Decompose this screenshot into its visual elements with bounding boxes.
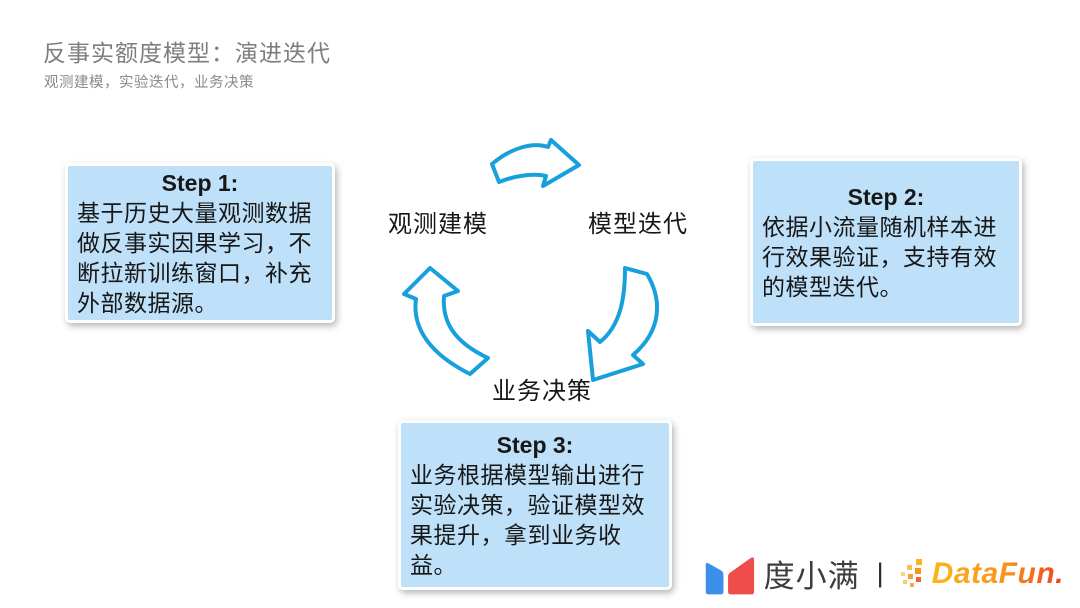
curved-arrow-right-icon (490, 138, 581, 188)
step-2-heading: Step 2: (847, 184, 925, 210)
page-title: 反事实额度模型：演进迭代 (43, 40, 331, 66)
cycle-node-observation-modeling: 观测建模 (388, 211, 488, 238)
cycle-node-model-iteration: 模型迭代 (588, 211, 688, 238)
step-2-box: Step 2: 依据小流量随机样本进 行效果验证，支持有效 的模型迭代。 (750, 158, 1022, 326)
datafun-logo-icon (900, 558, 922, 587)
curved-arrow-down-icon (586, 266, 660, 382)
page-subtitle: 观测建模，实验迭代，业务决策 (44, 75, 254, 91)
step-1-body: 基于历史大量观测数据 做反事实因果学习，不 断拉新训练窗口，补充 外部数据源。 (77, 200, 312, 316)
step-3-heading: Step 3: (496, 432, 574, 458)
duxiaoman-wordmark: 度小满 (763, 559, 860, 594)
step-3-body: 业务根据模型输出进行 实验决策，验证模型效 果提升，拿到业务收益。 (410, 462, 645, 578)
curved-arrow-up-icon (402, 266, 490, 376)
footer-brands: 度小满 | DataFun. (703, 551, 1064, 596)
step-3-box: Step 3: 业务根据模型输出进行 实验决策，验证模型效 果提升，拿到业务收益… (398, 420, 672, 590)
step-2-body: 依据小流量随机样本进 行效果验证，支持有效 的模型迭代。 (762, 214, 997, 300)
duxiaoman-logo-icon (705, 556, 754, 594)
step-1-heading: Step 1: (161, 170, 239, 196)
brand-separator: | (876, 558, 884, 588)
datafun-wordmark: DataFun. (931, 556, 1064, 590)
step-1-box: Step 1: 基于历史大量观测数据 做反事实因果学习，不 断拉新训练窗口，补充… (65, 163, 335, 323)
cycle-node-business-decision: 业务决策 (492, 378, 592, 405)
